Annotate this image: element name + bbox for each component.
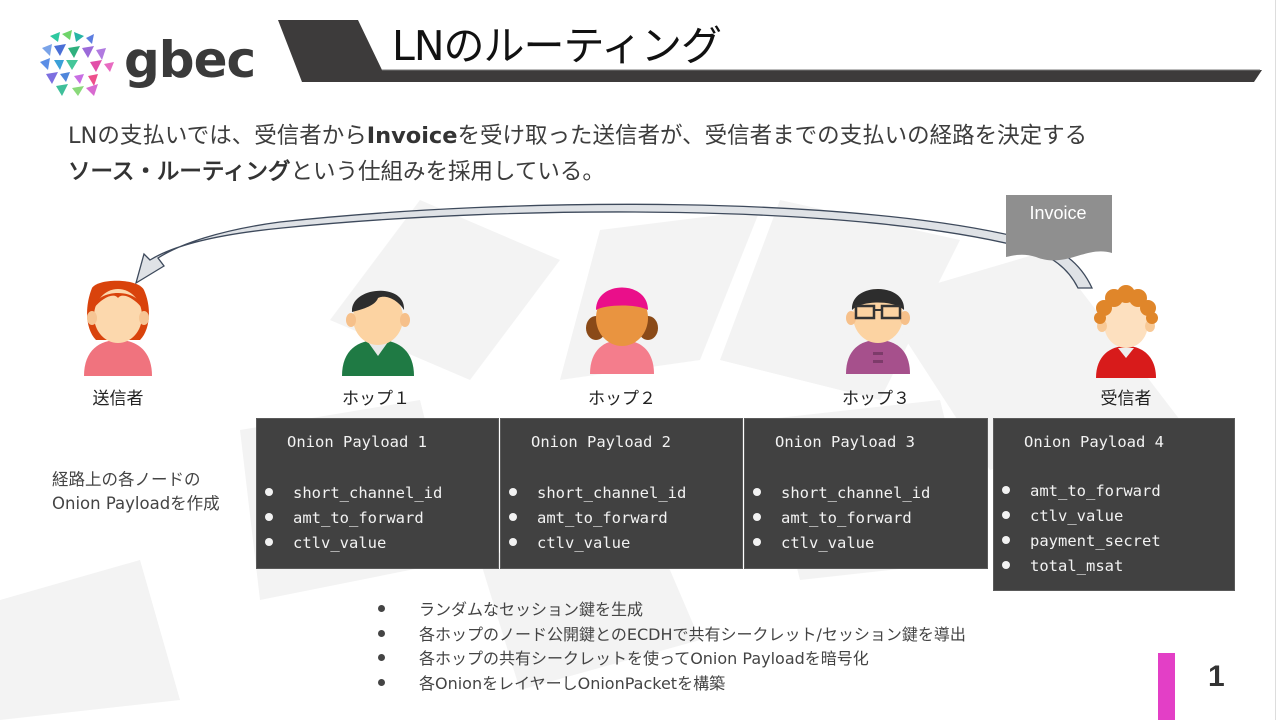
step-text: 各OnionをレイヤーしOnionPacketを構築: [419, 673, 726, 693]
onion-payload-1-box: Onion Payload 1 short_channel_id amt_to_…: [256, 418, 499, 569]
invoice-document-icon: [1006, 195, 1112, 261]
page-title: LNのルーティング: [392, 22, 722, 70]
bullet-icon: [378, 605, 385, 612]
onion-payload-3-box: Onion Payload 3 short_channel_id amt_to_…: [744, 418, 988, 569]
invoice-label: Invoice: [1029, 203, 1087, 223]
bullet-icon: [378, 629, 385, 637]
logo-mark-icon: [40, 30, 114, 96]
payload-field: amt_to_forward: [265, 506, 442, 531]
onion-payload-4-box: Onion Payload 4 amt_to_forward ctlv_valu…: [993, 418, 1235, 591]
bullet-icon: [1002, 510, 1010, 519]
payload-field: payment_secret: [1002, 529, 1161, 554]
intro-text: という仕組みを採用している。: [290, 159, 605, 185]
payload-field: ctlv_value: [753, 531, 930, 556]
payload-field-list: amt_to_forward ctlv_value payment_secret…: [1002, 479, 1161, 579]
payload-title: Onion Payload 4: [1024, 433, 1164, 451]
hop3-avatar-icon: [846, 289, 910, 374]
page-number: 1: [1208, 660, 1225, 693]
bullet-icon: [265, 487, 273, 496]
onion-construction-steps: ランダムなセッション鍵を生成 各ホップのノード公開鍵とのECDHで共有シークレッ…: [378, 598, 966, 696]
hop2-avatar-icon: [586, 287, 658, 374]
step-item: ランダムなセッション鍵を生成: [378, 598, 966, 623]
field-name: payment_secret: [1030, 532, 1161, 550]
node-label-sender: 送信者: [92, 389, 144, 409]
field-name: ctlv_value: [1030, 507, 1124, 525]
node-label-hop1: ホップ１: [342, 389, 410, 409]
payload-creation-note: 経路上の各ノードの Onion Payloadを作成: [52, 468, 220, 516]
field-name: amt_to_forward: [1030, 482, 1161, 500]
intro-paragraph: LNの支払いでは、受信者からInvoiceを受け取った送信者が、受信者までの支払…: [68, 118, 1087, 190]
payload-field: total_msat: [1002, 554, 1161, 579]
node-label-receiver: 受信者: [1100, 389, 1152, 409]
logo-text: gbec: [124, 31, 256, 89]
side-note-line-2: Onion Payloadを作成: [52, 494, 220, 513]
sender-avatar-icon: [84, 280, 152, 376]
node-label-hop3: ホップ３: [842, 389, 910, 409]
intro-text: LNの支払いでは、受信者から: [68, 123, 367, 149]
side-note-line-1: 経路上の各ノードの: [52, 470, 201, 489]
payload-title: Onion Payload 3: [775, 433, 915, 451]
payload-field: short_channel_id: [265, 481, 442, 506]
step-item: 各ホップの共有シークレットを使ってOnion Payloadを暗号化: [378, 647, 966, 672]
field-name: short_channel_id: [537, 484, 687, 502]
payload-field-list: short_channel_id amt_to_forward ctlv_val…: [265, 481, 442, 556]
title-band: [278, 20, 1262, 82]
bullet-icon: [753, 512, 761, 521]
field-name: ctlv_value: [781, 534, 875, 552]
field-name: amt_to_forward: [781, 509, 912, 527]
bullet-icon: [753, 487, 761, 496]
bullet-icon: [509, 512, 517, 521]
payload-field: ctlv_value: [509, 531, 686, 556]
payload-field: amt_to_forward: [753, 506, 930, 531]
page-accent-bar: [1158, 653, 1175, 720]
payload-title: Onion Payload 1: [287, 433, 427, 451]
bullet-icon: [1002, 485, 1010, 494]
payload-field-list: short_channel_id amt_to_forward ctlv_val…: [753, 481, 930, 556]
payload-field-list: short_channel_id amt_to_forward ctlv_val…: [509, 481, 686, 556]
bullet-icon: [378, 654, 385, 661]
step-item: 各ホップのノード公開鍵とのECDHで共有シークレット/セッション鍵を導出: [378, 623, 966, 648]
bullet-icon: [1002, 560, 1010, 569]
payload-title: Onion Payload 2: [531, 433, 671, 451]
bullet-icon: [265, 512, 273, 521]
receiver-avatar-icon: [1094, 285, 1158, 378]
payload-field: short_channel_id: [753, 481, 930, 506]
step-item: 各OnionをレイヤーしOnionPacketを構築: [378, 672, 966, 697]
field-name: ctlv_value: [293, 534, 387, 552]
bullet-icon: [1002, 535, 1010, 544]
intro-line-1: LNの支払いでは、受信者からInvoiceを受け取った送信者が、受信者までの支払…: [68, 118, 1087, 154]
payload-field: ctlv_value: [265, 531, 442, 556]
payload-field: amt_to_forward: [1002, 479, 1161, 504]
bullet-icon: [378, 678, 385, 686]
field-name: amt_to_forward: [293, 509, 424, 527]
payload-field: amt_to_forward: [509, 506, 686, 531]
field-name: total_msat: [1030, 557, 1124, 575]
field-name: short_channel_id: [781, 484, 931, 502]
node-label-hop2: ホップ２: [588, 389, 656, 409]
payload-field: ctlv_value: [1002, 504, 1161, 529]
bullet-icon: [509, 537, 517, 546]
step-text: 各ホップの共有シークレットを使ってOnion Payloadを暗号化: [419, 649, 869, 668]
slide-right-edge: [1275, 0, 1280, 720]
bullet-icon: [265, 537, 273, 546]
gbec-logo: gbec: [36, 26, 256, 100]
intro-bold-invoice: Invoice: [366, 123, 458, 149]
intro-bold-source-routing: ソース・ルーティング: [68, 159, 291, 185]
step-text: ランダムなセッション鍵を生成: [419, 600, 644, 619]
onion-payload-2-box: Onion Payload 2 short_channel_id amt_to_…: [500, 418, 743, 569]
field-name: ctlv_value: [537, 534, 631, 552]
intro-text: を受け取った送信者が、受信者までの支払いの経路を決定する: [457, 123, 1088, 149]
field-name: amt_to_forward: [537, 509, 668, 527]
hop1-avatar-icon: [342, 290, 414, 376]
step-text: 各ホップのノード公開鍵とのECDHで共有シークレット/セッション鍵を導出: [419, 624, 966, 644]
bullet-icon: [753, 537, 761, 546]
bullet-icon: [509, 487, 517, 496]
intro-line-2: ソース・ルーティングという仕組みを採用している。: [68, 154, 1087, 190]
field-name: short_channel_id: [293, 484, 443, 502]
payload-field: short_channel_id: [509, 481, 686, 506]
